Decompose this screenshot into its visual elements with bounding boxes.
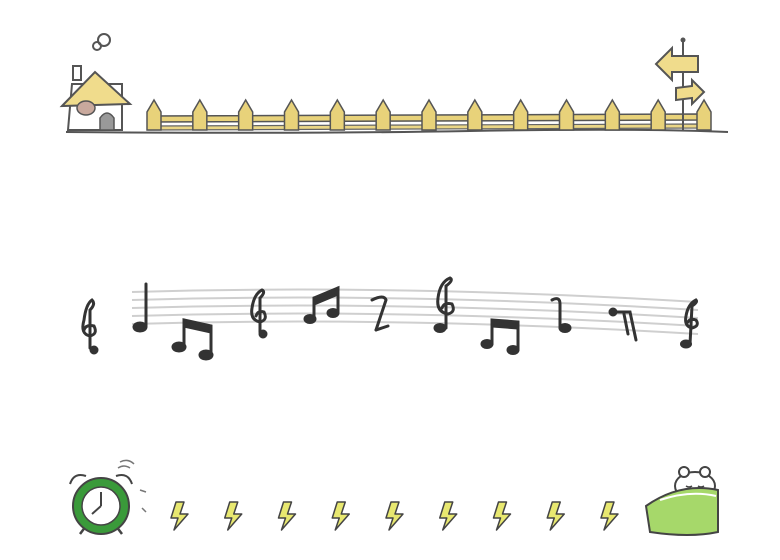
fence-post-icon: [283, 98, 300, 131]
fence-post-icon: [650, 98, 666, 131]
fence-divider: [0, 20, 780, 150]
treble-clef-icon: [433, 276, 455, 333]
treble-clef-icon: [81, 298, 99, 355]
fence-post-icon: [421, 98, 437, 131]
fence-post-icon: [467, 98, 483, 131]
beamed-eighth-notes-icon: [171, 318, 214, 361]
alarm-divider-art: [69, 459, 719, 536]
eighth-rest-icon: [370, 295, 390, 332]
house-icon: [59, 33, 133, 131]
signpost-icon: [654, 37, 706, 130]
lightning-bolt-icon: [385, 501, 404, 531]
sleeping-person-icon: [644, 466, 719, 536]
lightning-bolt-icon: [277, 501, 297, 531]
fence-post-icon: [192, 98, 208, 131]
eighth-note-icon: [608, 307, 638, 342]
music-divider-art: [81, 276, 699, 361]
music-divider: [0, 270, 780, 370]
treble-clef-icon: [250, 288, 268, 339]
fence-post-icon: [696, 98, 712, 131]
beamed-eighth-notes-icon: [480, 318, 520, 355]
fence-post-icon: [146, 98, 162, 131]
fence-post-icon: [237, 98, 254, 131]
lightning-bolt-icon: [331, 501, 350, 531]
lightning-bolt-icon: [600, 501, 619, 531]
fence-posts: [146, 98, 712, 131]
lightning-bolts: [170, 501, 619, 531]
fence-divider-art: [59, 33, 729, 134]
beamed-eighth-notes-icon: [303, 285, 340, 324]
quarter-note-icon: [132, 282, 148, 333]
lightning-bolt-icon: [546, 501, 565, 531]
lightning-bolt-icon: [439, 501, 458, 531]
lightning-bolt-icon: [224, 501, 243, 531]
alarm-clock-icon: [69, 459, 147, 535]
fence-post-icon: [558, 98, 575, 131]
treble-clef-icon: [680, 298, 699, 349]
fence-post-icon: [329, 98, 346, 131]
fence-post-icon: [512, 98, 529, 131]
lightning-bolt-icon: [170, 501, 189, 531]
quarter-note-icon: [550, 297, 572, 333]
alarm-divider: [0, 450, 780, 550]
fence-post-icon: [375, 98, 391, 131]
lightning-bolt-icon: [492, 501, 512, 531]
fence-post-icon: [604, 98, 621, 131]
